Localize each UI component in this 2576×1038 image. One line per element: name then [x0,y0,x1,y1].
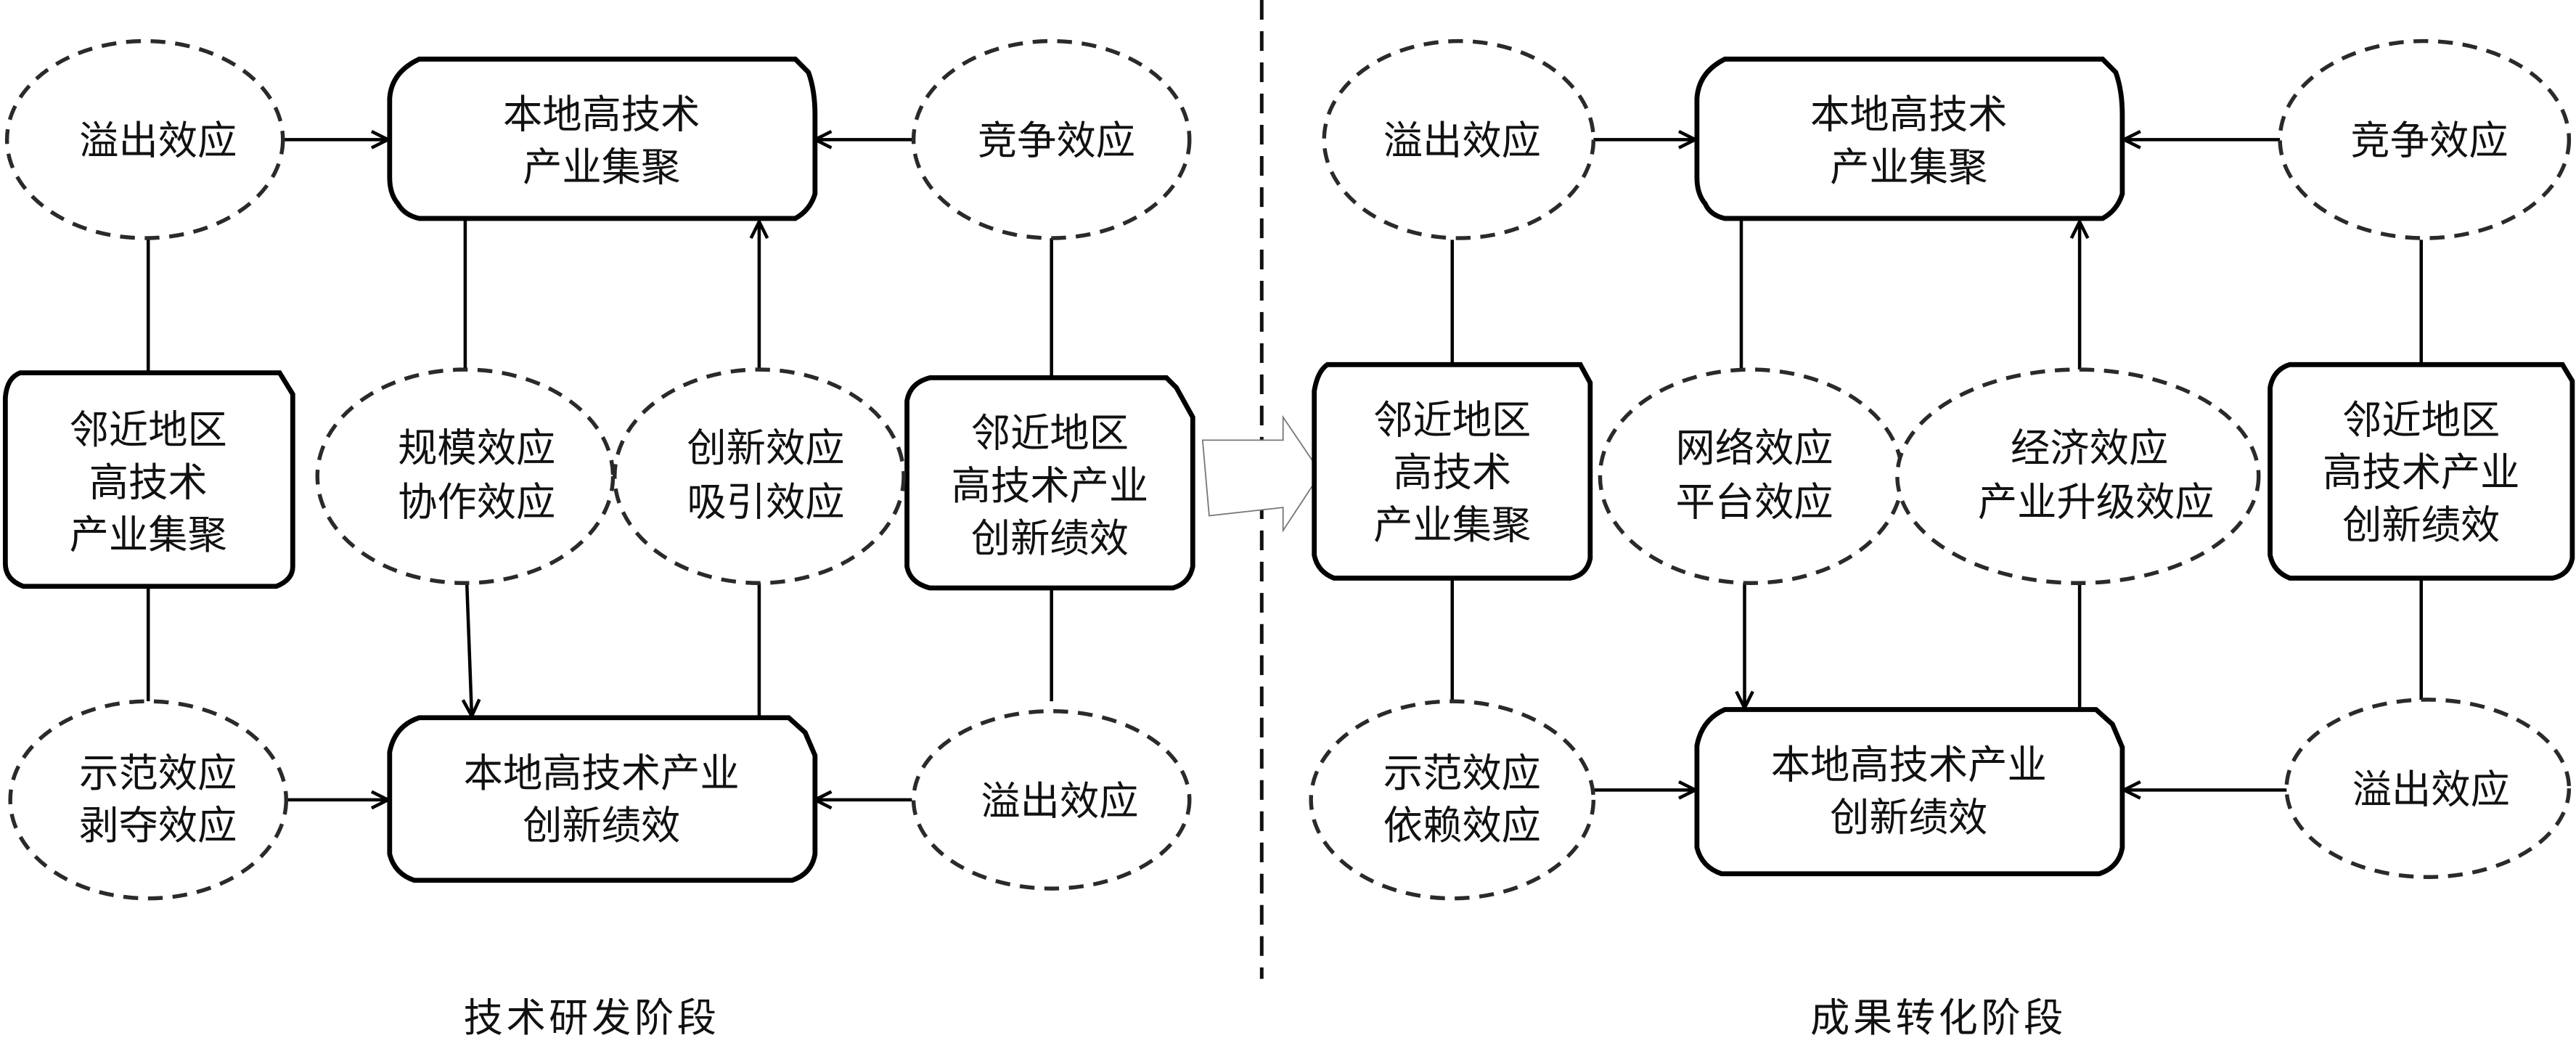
effect-demo-deprivation: 示范效应 剥夺效应 [8,699,288,901]
effect-demo-label: 示范效应 [79,751,237,796]
effect-economic-label: 经济效应 [2011,425,2168,471]
effect-dependence-label: 依赖效应 [1383,803,1541,849]
box-neighbor-cluster-2-line2: 高技术 [1393,450,1511,496]
link-scale-to-local-innov [467,583,472,716]
effect-demo-dependence: 示范效应 依赖效应 [1309,699,1596,901]
box-local-cluster-line1: 本地高技术 [503,91,700,137]
box-neighbor-cluster-line2: 高技术 [89,459,208,505]
box-neighbor-innovation-2-line1: 邻近地区 [2342,397,2500,443]
stage-transition-arrow [1201,414,1322,533]
effect-demo-2-label: 示范效应 [1383,751,1541,796]
effect-network-label: 网络效应 [1675,425,1833,471]
box-neighbor-cluster-2-line3: 产业集聚 [1373,502,1531,548]
box-local-innovation-line2: 创新绩效 [523,803,680,849]
box-neighbor-innovation-line3: 创新绩效 [971,515,1129,561]
effect-platform-label: 平台效应 [1675,479,1833,525]
box-neighbor-cluster-2-line1: 邻近地区 [1373,397,1531,443]
effect-attraction-label: 吸引效应 [687,479,844,525]
box-neighbor-cluster-line1: 邻近地区 [70,407,227,453]
box-local-innovation-2: 本地高技术产业 创新绩效 [1694,707,2125,877]
effect-competition-label: 竞争效应 [978,118,1135,164]
stage-rd: 本地高技术 产业集聚 邻近地区 高技术 产业集聚 邻近地区 高技术产业 创新绩效… [2,38,1195,1038]
effect-upgrade-label: 产业升级效应 [1978,479,2215,525]
box-neighbor-cluster-2: 邻近地区 高技术 产业集聚 [1312,361,1593,581]
box-neighbor-innovation-2: 邻近地区 高技术产业 创新绩效 [2268,361,2575,581]
effect-spillover-top-label: 溢出效应 [79,118,237,164]
box-neighbor-cluster: 邻近地区 高技术 产业集聚 [2,370,295,589]
box-local-cluster-line2: 产业集聚 [523,144,680,190]
effect-deprivation-label: 剥夺效应 [79,803,237,849]
box-local-innovation-2-line1: 本地高技术产业 [1771,743,2047,788]
box-local-cluster: 本地高技术 产业集聚 [387,57,818,221]
box-local-innovation: 本地高技术产业 创新绩效 [387,715,818,883]
box-local-cluster-2-line1: 本地高技术 [1810,91,2008,137]
effect-competition: 竞争效应 [911,38,1192,240]
stage-transfer: 本地高技术 产业集聚 邻近地区 高技术 产业集聚 邻近地区 高技术产业 创新绩效… [1309,38,2575,1038]
box-neighbor-innovation-line2: 高技术产业 [952,463,1149,509]
effect-spillover-bottom-label: 溢出效应 [981,778,1138,824]
box-local-innovation-line1: 本地高技术产业 [464,751,740,796]
effect-economic-upgrade: 经济效应 产业升级效应 [1895,367,2261,585]
box-neighbor-innovation: 邻近地区 高技术产业 创新绩效 [904,375,1195,591]
effect-competition-2: 竞争效应 [2278,38,2572,240]
box-local-innovation-2-line2: 创新绩效 [1830,795,1987,841]
effect-spillover-top: 溢出效应 [4,38,285,240]
box-neighbor-cluster-line3: 产业集聚 [70,512,227,558]
effect-network-platform: 网络效应 平台效应 [1598,367,1905,585]
effect-spillover-top-2-label: 溢出效应 [1383,118,1541,164]
effect-scale-label: 规模效应 [398,425,555,471]
effect-spillover-top-2: 溢出效应 [1322,38,1596,240]
effect-innovation-label: 创新效应 [687,425,844,471]
box-neighbor-innovation-2-line2: 高技术产业 [2323,450,2519,496]
stage-label-transfer: 成果转化阶段 [1810,995,2066,1038]
stage-label-rd: 技术研发阶段 [464,995,720,1038]
effect-scale-cooperation: 规模效应 协作效应 [315,367,616,585]
effect-cooperation-label: 协作效应 [398,479,555,525]
box-neighbor-innovation-line1: 邻近地区 [971,410,1129,456]
effect-spillover-bottom: 溢出效应 [911,709,1192,891]
effect-innovation-attraction: 创新效应 吸引效应 [613,367,906,585]
box-neighbor-innovation-2-line3: 创新绩效 [2342,502,2500,548]
box-local-cluster-2-line2: 产业集聚 [1830,144,1987,190]
box-local-cluster-2: 本地高技术 产业集聚 [1694,57,2125,221]
effect-spillover-bottom-2: 溢出效应 [2284,698,2572,879]
effect-spillover-bottom-2-label: 溢出效应 [2352,767,2510,812]
effect-competition-2-label: 竞争效应 [2350,118,2508,164]
